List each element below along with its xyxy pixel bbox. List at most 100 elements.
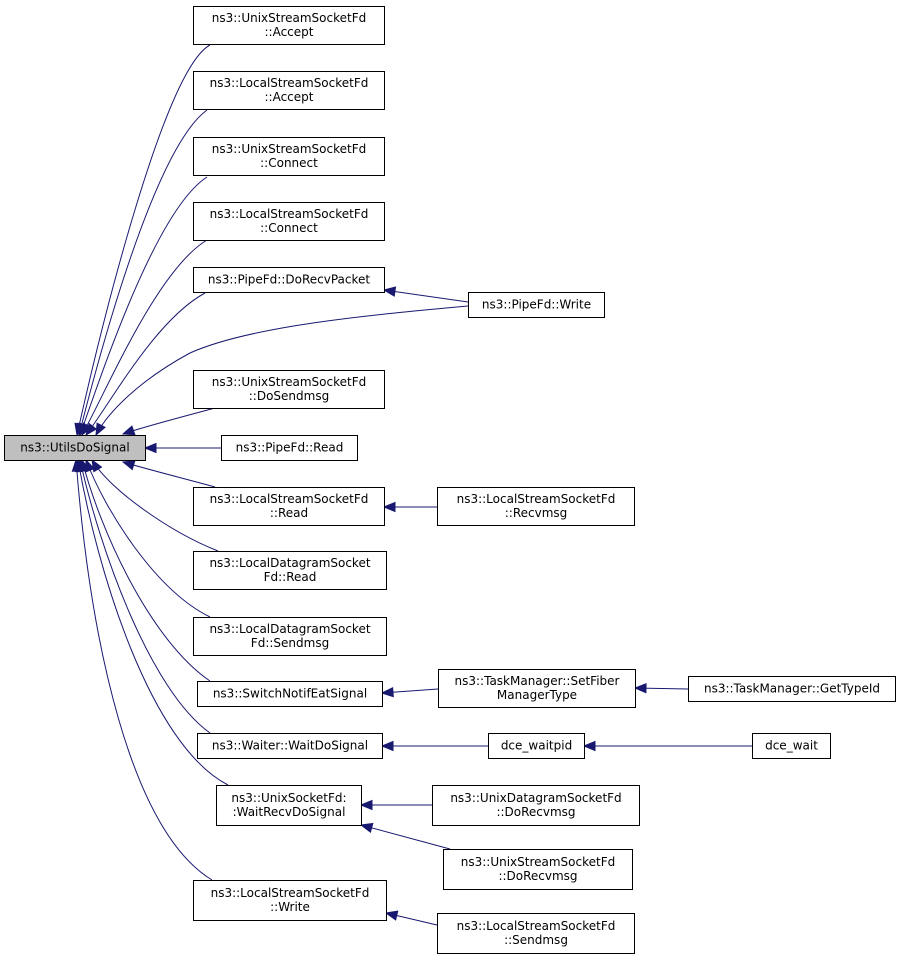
node-box bbox=[221, 435, 358, 461]
node-dce-wait[interactable]: dce_wait bbox=[752, 733, 831, 759]
arrowhead bbox=[91, 458, 103, 473]
node-box bbox=[216, 785, 362, 826]
node-label: ns3::LocalStreamSocketFd bbox=[457, 919, 616, 933]
node-label: ManagerType bbox=[497, 688, 577, 702]
node-box bbox=[193, 487, 385, 526]
edge-line bbox=[79, 176, 208, 436]
node-label: ns3::LocalStreamSocketFd bbox=[457, 492, 616, 506]
node-box bbox=[432, 785, 640, 826]
edge-local_write-to-root bbox=[71, 458, 213, 881]
edge-dce_wait-to-dce_waitpid bbox=[582, 740, 752, 752]
node-local-read[interactable]: ns3::LocalStreamSocketFd::Read bbox=[193, 487, 385, 526]
arrowhead bbox=[85, 422, 98, 437]
node-waiter[interactable]: ns3::Waiter::WaitDoSignal bbox=[197, 733, 383, 759]
arrowhead bbox=[359, 799, 373, 811]
edge-line bbox=[85, 459, 211, 618]
node-unixstream-dorecv[interactable]: ns3::UnixStreamSocketFd::DoRecvmsg bbox=[443, 849, 633, 890]
node-box bbox=[688, 676, 896, 702]
node-label: ns3::UnixSocketFd: bbox=[231, 791, 346, 805]
edge-unixdgram_dorecv-to-unixsock_waitrecv bbox=[359, 799, 432, 811]
node-dce-waitpid[interactable]: dce_waitpid bbox=[488, 733, 585, 759]
node-unixdgram-dorecv[interactable]: ns3::UnixDatagramSocketFd::DoRecvmsg bbox=[432, 785, 640, 826]
node-box bbox=[437, 487, 635, 526]
node-label: ::Accept bbox=[265, 90, 314, 104]
edge-line bbox=[78, 109, 208, 436]
node-box bbox=[193, 267, 385, 293]
node-box bbox=[197, 733, 383, 759]
node-unix-connect[interactable]: ns3::UnixStreamSocketFd::Connect bbox=[193, 137, 385, 176]
node-label: ::Read bbox=[270, 506, 308, 520]
edge-unix_accept-to-root bbox=[74, 44, 211, 437]
node-pipe-write[interactable]: ns3::PipeFd::Write bbox=[468, 292, 605, 318]
node-local-write[interactable]: ns3::LocalStreamSocketFd::Write bbox=[193, 880, 387, 921]
edge-line bbox=[122, 461, 216, 488]
node-box bbox=[4, 435, 146, 461]
edge-switch_notif-to-root bbox=[79, 458, 211, 682]
node-box bbox=[193, 6, 385, 45]
edge-line bbox=[122, 407, 216, 435]
node-label: ns3::LocalStreamSocketFd bbox=[210, 492, 369, 506]
node-label: ::Write bbox=[270, 900, 310, 914]
arrowhead bbox=[382, 501, 396, 513]
node-label: ::DoSendmsg bbox=[249, 389, 329, 403]
arrowhead bbox=[382, 286, 397, 297]
node-box bbox=[193, 137, 385, 176]
edge-line bbox=[81, 459, 211, 682]
edge-dce_waitpid-to-waiter bbox=[380, 740, 488, 752]
edge-pipe_write-to-root bbox=[95, 305, 469, 437]
arrowhead bbox=[380, 740, 394, 752]
edge-line bbox=[360, 824, 451, 850]
node-label: ::DoRecvmsg bbox=[498, 869, 577, 883]
edge-line bbox=[91, 459, 219, 552]
node-pipe-dorecv[interactable]: ns3::PipeFd::DoRecvPacket bbox=[193, 267, 385, 293]
arrowhead bbox=[71, 458, 83, 472]
node-box bbox=[197, 681, 383, 707]
node-local-sendmsg[interactable]: ns3::LocalStreamSocketFd::Sendmsg bbox=[437, 913, 635, 954]
edge-unixstream_dorecv-to-unixsock_waitrecv bbox=[359, 822, 451, 850]
arrowhead bbox=[143, 442, 157, 454]
edge-line bbox=[81, 239, 208, 436]
node-label: ns3::UnixStreamSocketFd bbox=[212, 142, 367, 156]
node-label: ns3::LocalDatagramSocket bbox=[209, 556, 370, 570]
node-label: ns3::LocalStreamSocketFd bbox=[210, 76, 369, 90]
node-label: ns3::SwitchNotifEatSignal bbox=[213, 687, 367, 701]
node-label: Fd::Sendmsg bbox=[251, 636, 329, 650]
edge-line bbox=[79, 459, 211, 734]
node-box bbox=[193, 880, 387, 921]
arrowhead bbox=[359, 822, 374, 834]
node-pipe-read[interactable]: ns3::PipeFd::Read bbox=[221, 435, 358, 461]
edge-line bbox=[85, 292, 206, 436]
edge-line bbox=[383, 289, 469, 303]
edge-tm_setfiber-to-switch_notif bbox=[380, 686, 439, 698]
arrowhead bbox=[121, 460, 136, 471]
node-label: ns3::UtilsDoSignal bbox=[20, 441, 129, 455]
node-local-recvmsg[interactable]: ns3::LocalStreamSocketFd::Recvmsg bbox=[437, 487, 635, 526]
node-box bbox=[488, 733, 585, 759]
arrowhead bbox=[95, 422, 106, 437]
node-label: dce_wait bbox=[765, 739, 818, 753]
node-label: ns3::UnixDatagramSocketFd bbox=[450, 791, 621, 805]
node-label: dce_waitpid bbox=[501, 739, 572, 753]
node-unix-dosendmsg[interactable]: ns3::UnixStreamSocketFd::DoSendmsg bbox=[193, 370, 385, 409]
edge-line bbox=[76, 44, 211, 436]
node-unix-accept[interactable]: ns3::UnixStreamSocketFd::Accept bbox=[193, 6, 385, 45]
edge-line bbox=[77, 459, 229, 786]
node-box bbox=[193, 617, 387, 656]
edges bbox=[71, 44, 752, 926]
node-local-accept[interactable]: ns3::LocalStreamSocketFd::Accept bbox=[193, 71, 385, 110]
node-root[interactable]: ns3::UtilsDoSignal bbox=[4, 435, 146, 461]
node-box bbox=[437, 913, 635, 954]
node-label: ::Sendmsg bbox=[504, 933, 568, 947]
node-local-connect[interactable]: ns3::LocalStreamSocketFd::Connect bbox=[193, 202, 385, 241]
nodes: ns3::UtilsDoSignalns3::UnixStreamSocketF… bbox=[4, 6, 896, 954]
node-unixsock-waitrecv[interactable]: ns3::UnixSocketFd::WaitRecvDoSignal bbox=[216, 785, 362, 826]
node-label: ::Connect bbox=[260, 156, 318, 170]
node-switch-notif[interactable]: ns3::SwitchNotifEatSignal bbox=[197, 681, 383, 707]
node-box bbox=[752, 733, 831, 759]
node-label: ns3::PipeFd::DoRecvPacket bbox=[208, 273, 371, 287]
node-tm-gettypeid[interactable]: ns3::TaskManager::GetTypeId bbox=[688, 676, 896, 702]
node-label: ::Accept bbox=[265, 25, 314, 39]
